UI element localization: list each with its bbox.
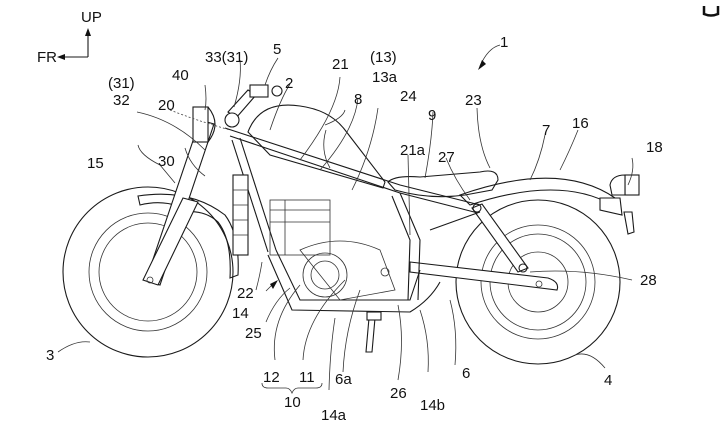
label-18: 18 (646, 139, 663, 156)
corner-bracket-mark (702, 6, 720, 17)
direction-indicator: UP FR (37, 9, 102, 66)
rear-shock (471, 203, 529, 273)
label-11: 11 (299, 369, 315, 386)
label-22: 22 (237, 285, 254, 302)
label-8: 8 (354, 91, 362, 108)
leader-lines (57, 44, 634, 391)
label-40: 40 (172, 67, 189, 84)
label-14: 14 (232, 305, 249, 322)
label-14a: 14a (321, 407, 347, 424)
up-arrow-icon (85, 28, 91, 36)
label-28: 28 (640, 272, 657, 289)
fuel-tank (247, 104, 386, 189)
label-2: 2 (285, 75, 293, 92)
brace-10 (261, 382, 323, 395)
front-arrow-icon (57, 54, 65, 60)
label-16: 16 (572, 115, 589, 132)
label-24: 24 (400, 88, 417, 105)
tail-light (599, 174, 640, 235)
label-26: 26 (390, 385, 407, 402)
frame (224, 127, 481, 313)
label-6: 6 (462, 365, 470, 382)
seat (387, 170, 499, 198)
label-5: 5 (273, 41, 281, 58)
handlebar (224, 84, 283, 128)
label-3: 3 (46, 347, 54, 364)
label-25: 25 (245, 325, 262, 342)
label-4: 4 (604, 372, 612, 389)
label-7: 7 (542, 122, 550, 139)
front-fork (142, 119, 215, 286)
front-label: FR (37, 49, 57, 66)
label-32: 32 (113, 92, 130, 109)
label-9: 9 (428, 107, 436, 124)
swing-arm (409, 261, 559, 291)
label-21: 21 (332, 56, 349, 73)
label-12: 12 (263, 369, 280, 386)
label-33: 33(31) (205, 49, 248, 66)
label-20: 20 (158, 97, 175, 114)
label-1: 1 (500, 34, 508, 51)
label-21a: 21a (400, 142, 426, 159)
side-stand (365, 317, 376, 353)
label-31: (31) (108, 75, 135, 92)
headlight (192, 106, 216, 143)
radiator (232, 174, 249, 256)
engine (269, 199, 396, 301)
rear-axle (535, 280, 543, 288)
label-13: (13) (370, 49, 397, 66)
label-23: 23 (465, 92, 482, 109)
label-10: 10 (284, 394, 301, 411)
label-13a: 13a (372, 69, 398, 86)
label-27: 27 (438, 149, 455, 166)
label-14b: 14b (420, 397, 445, 414)
up-label: UP (81, 9, 102, 26)
reference-labels: 1 2 3 4 5 6 6a 7 8 9 10 11 12 (13) 13a 1… (46, 34, 663, 424)
label-30: 30 (158, 153, 175, 170)
front-wheel (62, 186, 234, 358)
label-15: 15 (87, 155, 104, 172)
stand-bracket (366, 311, 382, 321)
label-6a: 6a (335, 371, 352, 388)
